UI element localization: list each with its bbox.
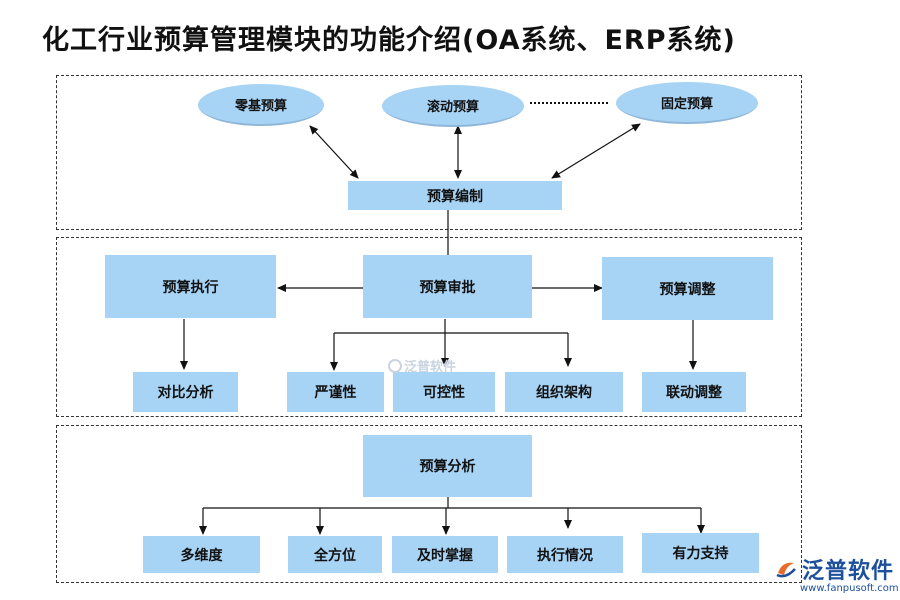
multi-dimension-node: 多维度 <box>143 536 260 573</box>
arrow-zero-based <box>309 125 359 179</box>
section-budget-analysis <box>56 425 802 583</box>
budget-execution-node: 预算执行 <box>105 255 276 318</box>
fixed-budget-node: 固定预算 <box>616 82 758 124</box>
section-budget-preparation <box>56 75 802 230</box>
all-round-node: 全方位 <box>288 536 382 573</box>
brand-logo: 泛普软件 www.fanpusoft.com <box>774 553 899 594</box>
section-budget-approval <box>56 237 802 417</box>
strong-support-node: 有力支持 <box>642 533 759 573</box>
budget-approval-node: 预算审批 <box>363 255 532 318</box>
comparison-analysis-node: 对比分析 <box>133 372 238 412</box>
page-title: 化工行业预算管理模块的功能介绍(OA系统、ERP系统) <box>42 25 736 56</box>
brand-url: www.fanpusoft.com <box>800 583 899 594</box>
watermark-logo-icon <box>388 358 402 373</box>
rigor-node: 严谨性 <box>287 372 384 412</box>
brand-logo-icon <box>776 562 796 578</box>
controllability-node: 可控性 <box>393 372 495 412</box>
brand-name: 泛普软件 <box>802 559 895 584</box>
rolling-budget-node: 滚动预算 <box>382 85 524 127</box>
arrow-fixed <box>551 123 641 179</box>
watermark: 泛普软件 <box>388 356 456 375</box>
execution-status-node: 执行情况 <box>507 536 623 573</box>
timely-grasp-node: 及时掌握 <box>392 536 498 573</box>
watermark-text: 泛普软件 <box>404 360 457 375</box>
budget-adjustment-node: 预算调整 <box>602 257 773 320</box>
budget-analysis-node: 预算分析 <box>363 435 532 497</box>
linkage-adjustment-node: 联动调整 <box>642 372 746 412</box>
zero-based-budget-node: 零基预算 <box>198 84 324 126</box>
org-structure-node: 组织架构 <box>505 372 623 412</box>
budget-preparation-node: 预算编制 <box>348 181 562 210</box>
